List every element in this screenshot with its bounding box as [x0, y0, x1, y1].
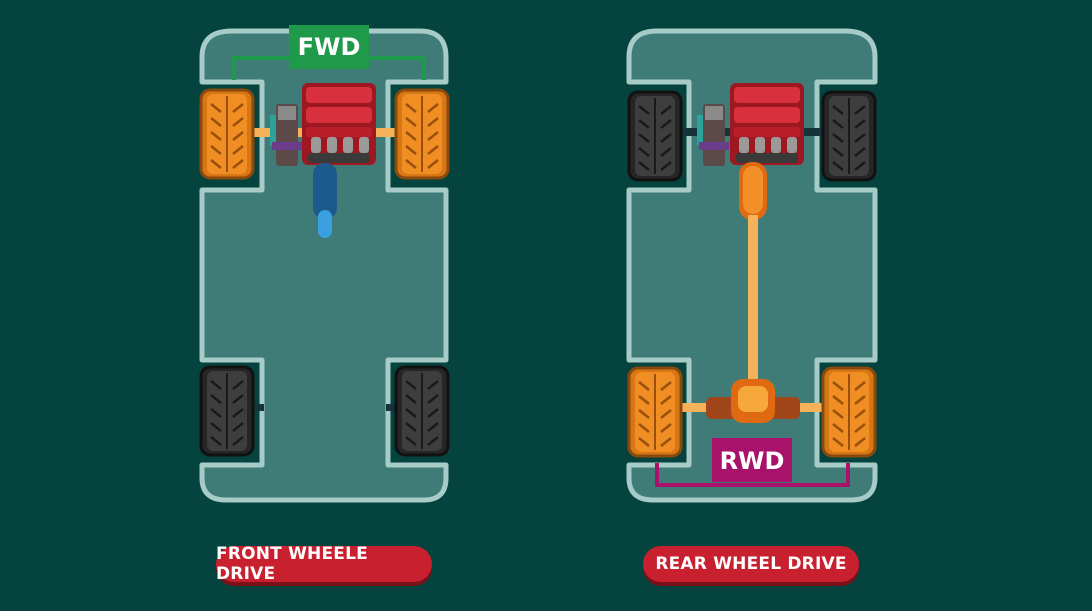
- fwd-car: FWD: [199, 25, 450, 503]
- rwd-car: RWD: [626, 28, 878, 503]
- rwd-bracket: [655, 463, 850, 487]
- rwd-rear-left-tire: [627, 366, 683, 458]
- fwd-rear-left-tire: [199, 365, 255, 457]
- fwd-rear-right-tire: [394, 365, 450, 457]
- fwd-chassis: [199, 28, 449, 503]
- rwd-front-right-tire: [821, 90, 877, 182]
- rwd-tag-box: [712, 438, 792, 482]
- fwd-engine: [302, 83, 376, 165]
- fwd-caption: FRONT WHEELE DRIVE: [216, 544, 432, 584]
- rwd-caption: REAR WHEEL DRIVE: [643, 546, 859, 582]
- rwd-tag: RWD: [720, 447, 785, 475]
- rwd-driveshaft: [748, 215, 758, 385]
- fwd-front-left-tire: [199, 88, 255, 180]
- fwd-tag: FWD: [298, 33, 361, 61]
- fwd-tag-box: [289, 25, 369, 69]
- fwd-front-right-tire: [394, 88, 450, 180]
- fwd-transmission: [313, 163, 337, 219]
- rwd-front-left-tire: [627, 90, 683, 182]
- rwd-rear-right-tire: [821, 366, 877, 458]
- rwd-engine: [730, 83, 804, 165]
